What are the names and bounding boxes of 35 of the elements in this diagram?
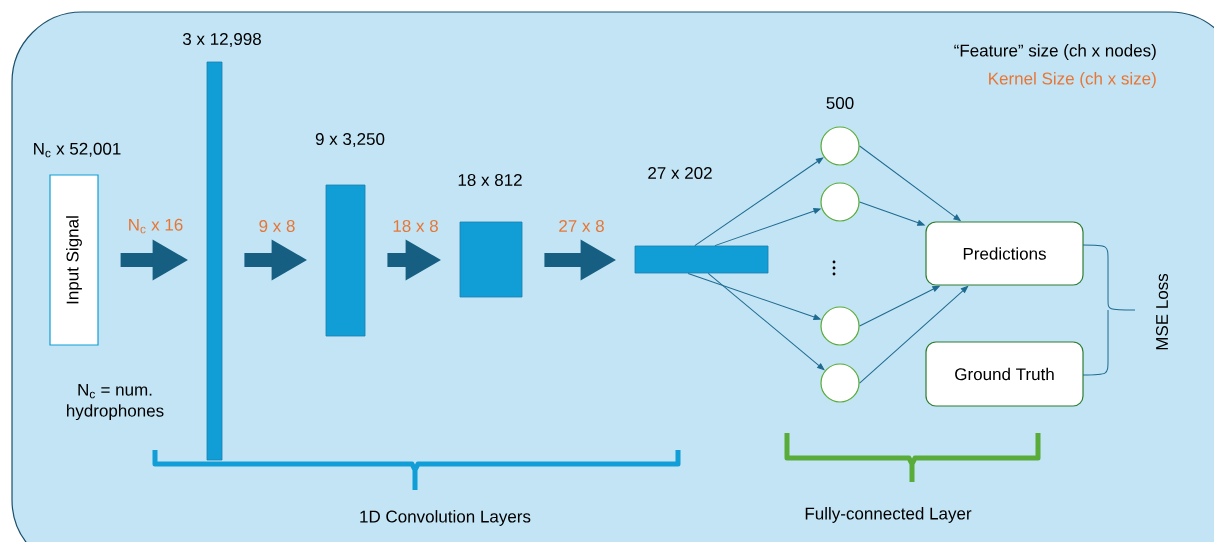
legend-text: “Feature” size (ch x nodes) (954, 44, 1156, 60)
connection-arrow (714, 208, 821, 247)
kernel-size-label: 9 x 8 (259, 220, 295, 233)
kernel-size-label: N$_{c}$ x 16 (129, 218, 183, 234)
output-box: Predictions (925, 221, 1084, 286)
loss-label: MSE Loss (1156, 273, 1169, 350)
connection-arrow (859, 285, 940, 327)
layer-bar (325, 184, 366, 337)
size-label: 9 x 3,250 (315, 133, 385, 148)
size-label: 3 x 12,998 (182, 33, 261, 48)
kernel-size-label: 27 x 8 (559, 220, 604, 233)
size-label: 500 (826, 97, 854, 110)
layer-bar (634, 245, 769, 274)
connection-arrow (707, 272, 825, 371)
input-box: Input Signal (49, 174, 99, 346)
neuron-circle (820, 363, 860, 403)
connection-arrow (694, 157, 824, 247)
connection-arrow (859, 145, 961, 222)
neuron-circle (820, 182, 860, 222)
connection-arrow (687, 272, 821, 320)
legend-text: Kernel Size (ch x size) (989, 72, 1156, 88)
size-label: 18 x 812 (458, 174, 522, 187)
note-text: N$_{c}$ = num. hydrophones (67, 383, 164, 421)
output-box: Ground Truth (925, 341, 1084, 407)
neuron-circle (820, 306, 860, 346)
layer-block (459, 221, 523, 298)
size-label: N$_{c}$ x 52,001 (34, 142, 121, 158)
size-label: 27 x 202 (648, 167, 712, 180)
connection-arrow (859, 286, 969, 384)
section-label: 1D Convolution Layers (360, 510, 531, 526)
neuron-circle (820, 126, 860, 166)
kernel-size-label: 18 x 8 (393, 220, 438, 233)
layer-bar (206, 61, 223, 461)
section-label: Fully-connected Layer (805, 507, 972, 523)
connection-arrow (859, 201, 925, 226)
